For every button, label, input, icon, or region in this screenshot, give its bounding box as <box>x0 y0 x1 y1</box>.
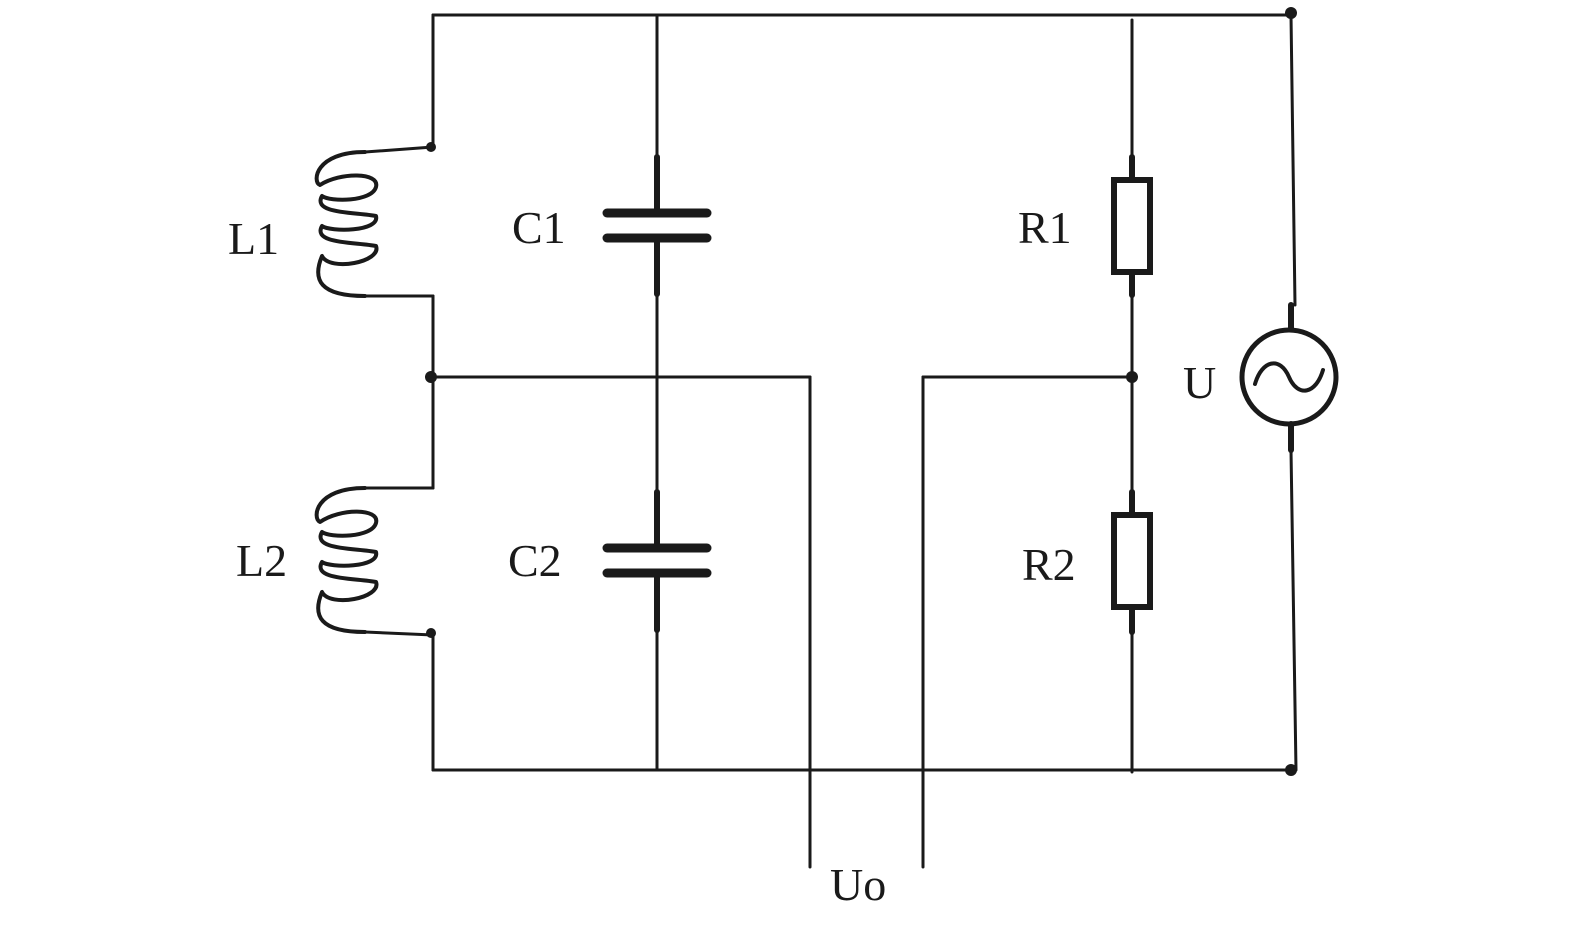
label-c2: C2 <box>508 535 562 586</box>
label-c1: C1 <box>512 202 566 253</box>
resistor-r2 <box>1111 512 1153 610</box>
resistor-r1 <box>1111 177 1153 275</box>
label-r1: R1 <box>1018 202 1072 253</box>
label-l2: L2 <box>236 535 287 586</box>
junction-dot <box>1285 764 1297 776</box>
sine-wave-icon <box>1253 361 1325 393</box>
inductor-l1 <box>314 150 379 298</box>
junction-dot <box>425 371 437 383</box>
label-u: U <box>1183 357 1216 408</box>
source-wire-top <box>1289 13 1297 307</box>
junction-dot <box>426 142 436 152</box>
l1-lead-top <box>363 145 435 154</box>
label-uo: Uo <box>830 859 886 910</box>
junction-dot <box>1126 371 1138 383</box>
label-l1: L1 <box>228 213 279 264</box>
inductor-l2 <box>314 486 379 634</box>
junction-dot <box>1285 7 1297 19</box>
source-wire-bottom <box>1289 448 1298 772</box>
label-r2: R2 <box>1022 539 1076 590</box>
junction-dot <box>426 628 436 638</box>
l2-lead-bottom <box>363 630 435 637</box>
